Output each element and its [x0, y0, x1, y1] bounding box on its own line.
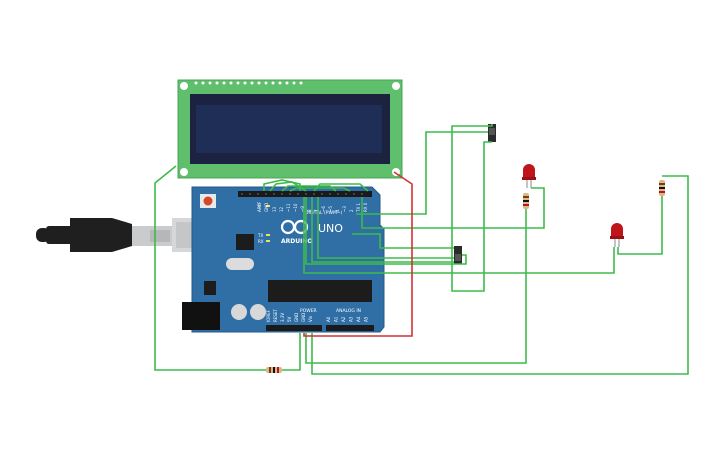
led-l-label: L: [258, 203, 261, 208]
pin-label-analog: A1: [334, 316, 339, 322]
slide-switch-middle[interactable]: [454, 246, 462, 264]
led-icon[interactable]: [610, 223, 624, 247]
board-brand: ARDUINO: [281, 238, 312, 245]
pin-label-analog: A5: [364, 316, 369, 322]
pin-label-power: GND: [294, 313, 299, 322]
pin-label-analog: A3: [349, 316, 354, 322]
lcd-pins: [194, 81, 303, 85]
pin-label-digital: 4: [335, 209, 340, 212]
power-jack: [182, 302, 220, 330]
lcd-16x2-icon[interactable]: [177, 79, 403, 179]
led-rx-label: RX: [258, 239, 264, 244]
analog-header: [326, 325, 374, 331]
capacitor: [231, 304, 247, 320]
slide-switch-top[interactable]: [488, 124, 496, 142]
pin-label-power: GND: [301, 313, 306, 322]
power-header: [266, 325, 322, 331]
atmega-chip: [268, 280, 372, 302]
pin-label-digital: ~6: [321, 206, 326, 212]
pin-label-analog: A2: [341, 316, 346, 322]
led-tx-label: TX: [257, 233, 263, 238]
pin-label-gnd: GND: [264, 203, 269, 212]
arduino-uno-board[interactable]: ARDUINO UNO DIGITAL (PWM~) ANALOG IN POW…: [182, 186, 385, 333]
usb-chip: [236, 234, 254, 250]
capacitor: [250, 304, 266, 320]
pin-label-digital: ~11: [286, 203, 291, 212]
pin-label-analog: A0: [326, 316, 331, 322]
pin-label-digital: ~9: [300, 206, 305, 212]
pin-label-power: Vin: [308, 315, 313, 322]
power-label: POWER: [300, 308, 317, 314]
board-model: UNO: [318, 222, 343, 235]
led-indicators: [266, 205, 270, 242]
pin-label-power: 5V: [287, 316, 292, 322]
pin-label-digital: 13: [272, 206, 277, 212]
pin-label-digital: 8: [307, 209, 312, 212]
pin-label-digital: 7: [314, 209, 319, 212]
resistor-icon[interactable]: [659, 180, 665, 196]
pin-label-power: 3.3V: [280, 313, 285, 322]
led-icon[interactable]: [522, 164, 536, 188]
pin-label-power: IOREF: [266, 309, 271, 322]
analog-label: ANALOG IN: [336, 308, 361, 314]
pin-label-digital: 2: [349, 209, 354, 212]
regulator-chip: [204, 281, 216, 295]
resistor-icon[interactable]: [523, 193, 529, 209]
pin-label-digital: ~3: [342, 206, 347, 212]
pin-label-digital: TX 1: [356, 203, 361, 213]
pin-label-digital: ~10: [293, 203, 298, 212]
pin-label-power: RESET: [273, 309, 278, 322]
arduino-logo-icon: [280, 219, 309, 235]
pin-label-digital: 12: [279, 206, 284, 212]
wires-green[interactable]: [154, 124, 689, 375]
pin-label-digital: ~5: [328, 206, 333, 212]
wires-red[interactable]: [303, 171, 413, 337]
header-pins: [241, 193, 363, 195]
pin-label-aref: AREF: [257, 201, 262, 212]
digital-label: DIGITAL (PWM~): [305, 210, 343, 216]
pin-label-digital: RX 0: [363, 202, 368, 212]
crystal: [226, 258, 254, 270]
usb-cable-icon[interactable]: [36, 218, 218, 252]
pin-label-analog: A4: [356, 316, 361, 322]
resistor-icon[interactable]: [266, 367, 282, 373]
